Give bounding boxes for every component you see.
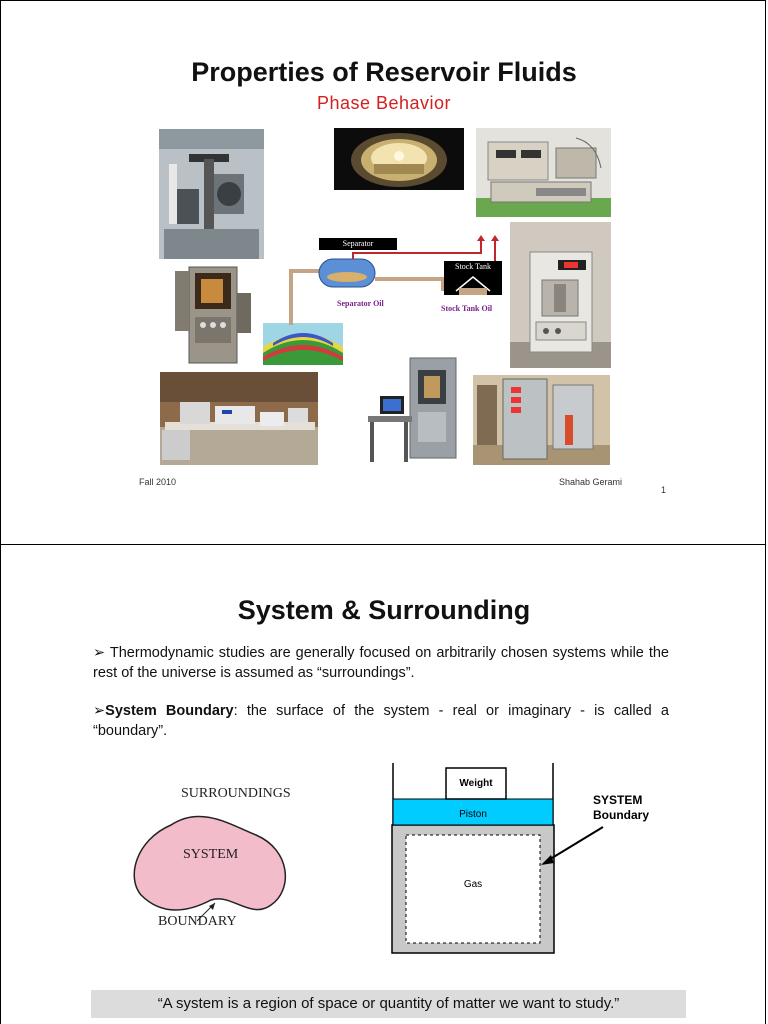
gas-label: Gas [463,879,483,890]
weight-label: Weight [459,778,493,789]
bullet-text: Thermodynamic studies are generally focu… [93,645,669,681]
reservoir-cross-section [263,323,343,365]
slide-2: System & Surrounding ➢ Thermodynamic stu… [0,544,766,1024]
pvt-cell-window-photo [334,128,464,190]
system-label: SYSTEM [183,847,239,862]
system-boundary-label-line1: SYSTEM [593,793,643,807]
slide-subtitle: Phase Behavior [316,93,452,113]
stock-tank-oil-label: Stock Tank Oil [441,304,493,313]
bullet-surroundings: ➢ Thermodynamic studies are generally fo… [93,643,669,683]
bullet-system-boundary: ➢System Boundary: the surface of the sys… [93,701,669,741]
system-boundary-label: SYSTEM Boundary [593,793,649,823]
piston [392,798,554,826]
separator-label: Separator [342,239,374,248]
lab-workstation-photo [160,372,318,465]
definition-quote: “A system is a region of space or quanti… [91,990,686,1018]
boundary-arrow-icon [541,826,604,865]
boundary-label: BOUNDARY [158,914,237,929]
oven-unit-photo [171,263,257,369]
piston-label: Piston [459,809,487,820]
surroundings-label: SURROUNDINGS [181,786,291,801]
system-blob-diagram [133,815,287,922]
gas-region [405,834,541,944]
pvt-cabinet-photo [473,375,610,465]
piston-cylinder-diagram [391,763,555,954]
footer-date: Fall 2010 [139,477,177,487]
stock-tank-label: Stock Tank [455,262,491,271]
separator-oil-label: Separator Oil [337,299,384,308]
phase-analyzer-photo [510,222,611,368]
page-number: 1 [661,485,667,495]
bullet-arrow-icon: ➢ [93,645,106,661]
slide-1: Properties of Reservoir Fluids Phase Beh… [0,0,766,545]
weight-block [445,767,507,800]
bench-instruments-photo [476,128,611,217]
slide-title: System & Surrounding [237,595,531,625]
bullet-text: : the surface of the system - real or im… [93,703,669,739]
separator-process-diagram [289,235,502,325]
bullet-arrow-icon: ➢ [93,703,106,719]
footer-author: Shahab Gerami [559,477,623,487]
lab-apparatus-photo [159,129,264,259]
computer-cabinet-photo [364,356,464,466]
system-boundary-label-line2: Boundary [593,808,650,822]
bullet-term: System Boundary [105,703,234,719]
slide-title: Properties of Reservoir Fluids [191,57,577,87]
system-region [133,815,287,911]
